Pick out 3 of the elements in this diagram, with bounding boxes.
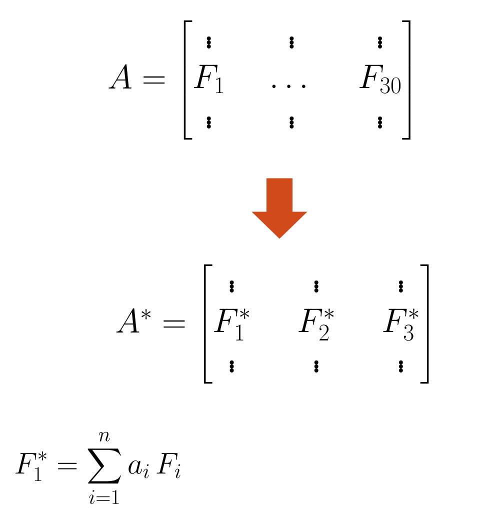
formula: $F_1^* = \sum_{i=1}^{n} a_i \, F_i$ (16, 432, 180, 504)
matrix-equation: $A^* = \begin{bmatrix} \vdots & \vdots & \vdots \\ F_1^* & F_2^* & F_3^* \\ \vdots & \vdots & \vdots \end{bmatrix}$ (116, 264, 429, 384)
matrix-equation: $A = \begin{bmatrix} \vdots & \vdots & \vdots \\ F_1 & \dots & F_{30} \\ \vdots & \vdots & \vdots \end{bmatrix}$ (108, 20, 410, 140)
